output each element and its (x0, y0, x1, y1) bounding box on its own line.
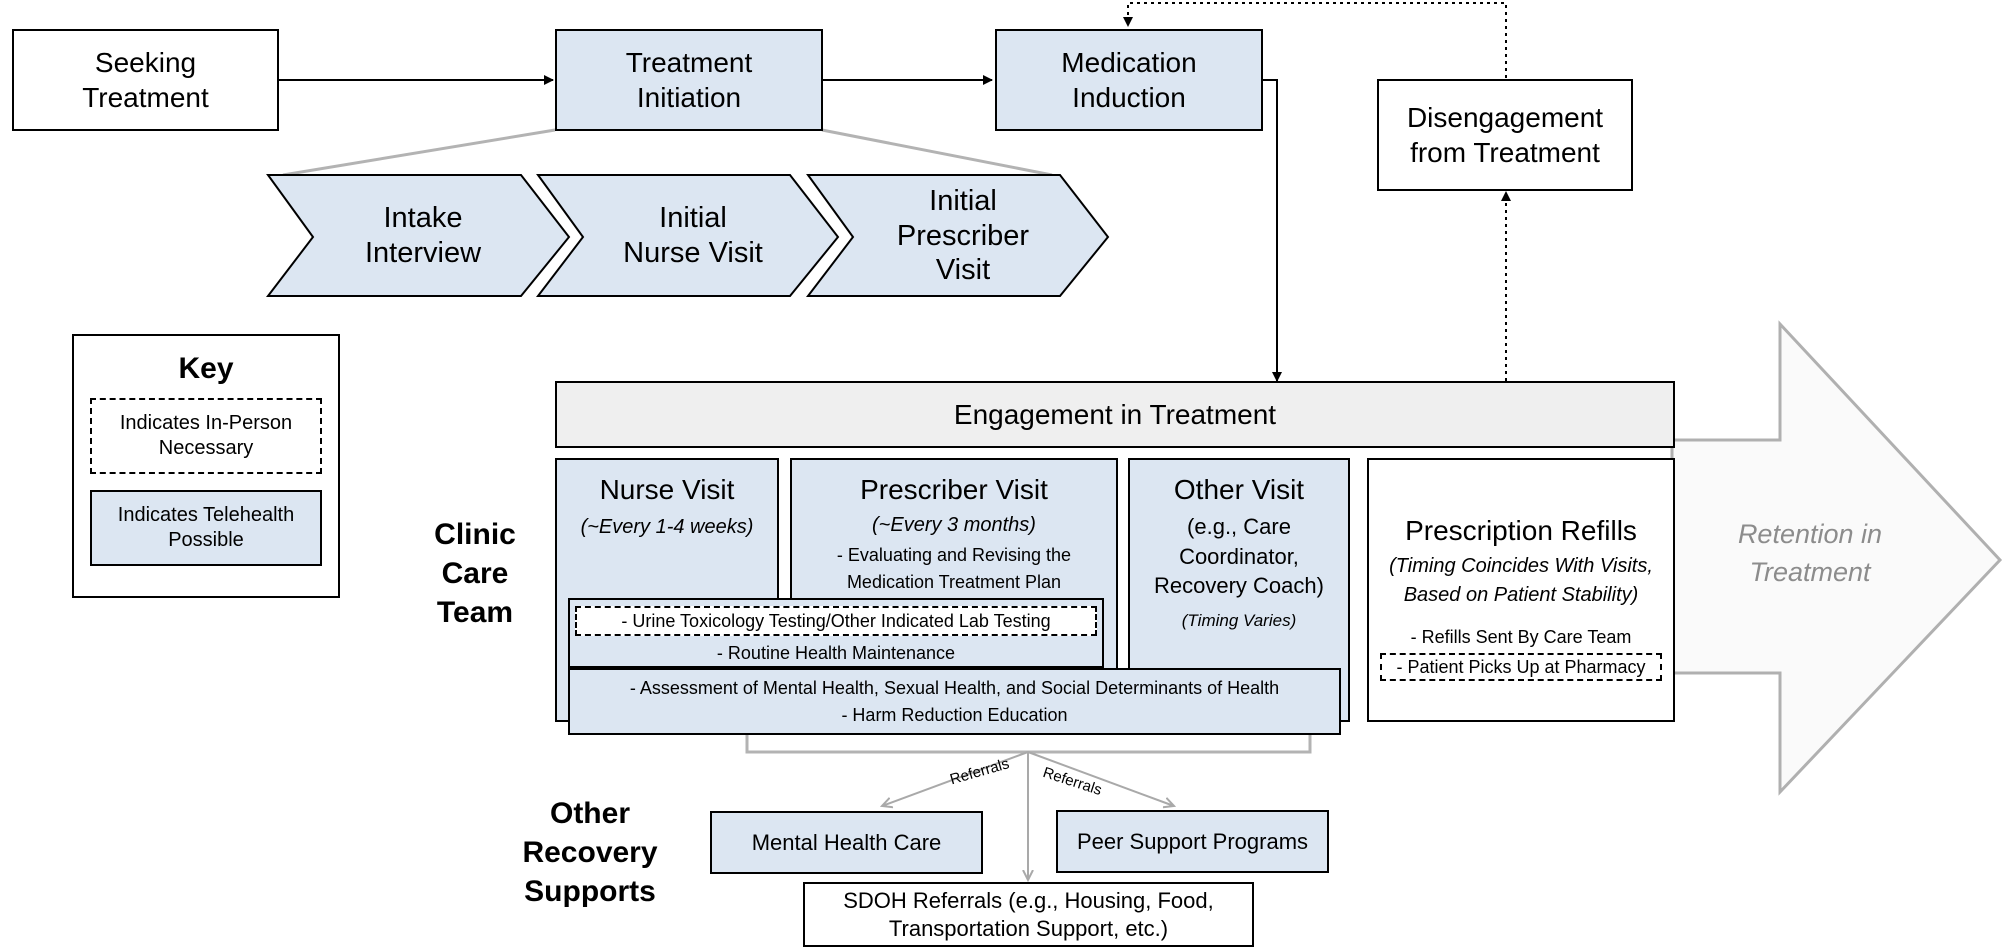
prescriber-visit-title: Prescriber Visit (860, 474, 1048, 505)
key-legend: Key Indicates In-Person Necessary Indica… (72, 334, 340, 598)
intake-interview-label: Intake Interview (318, 176, 528, 296)
nurse-visit-title: Nurse Visit (599, 474, 735, 505)
initial-prescriber-visit-label: Initial Prescriber Visit (858, 176, 1068, 296)
engagement-header: Engagement in Treatment (555, 381, 1675, 448)
disengagement-line-1: Disengagement (1406, 102, 1604, 133)
peer-support-text: Peer Support Programs (1076, 828, 1309, 854)
prescriber-step-line-3: Visit (935, 254, 991, 287)
key-title: Key (178, 352, 234, 385)
prescriber-visit-task-1: - Evaluating and Revising the (836, 545, 1072, 565)
sdoh-line-2: Transportation Support, etc.) (888, 915, 1169, 941)
peer-support-box: Peer Support Programs (1056, 810, 1329, 873)
key-in-person-line-1: Indicates In-Person (119, 411, 293, 434)
initiation-line-1: Treatment (625, 47, 753, 78)
key-telehealth-line-1: Indicates Telehealth (117, 503, 295, 526)
seeking-treatment-box: Seeking Treatment (12, 29, 279, 131)
intake-line-1: Intake (383, 202, 463, 235)
refills-timing-1: (Timing Coincides With Visits, (1389, 555, 1653, 578)
prescriber-visit-task-2: Medication Treatment Plan (846, 571, 1062, 592)
fan-line-left (282, 128, 556, 177)
refills-sent-text: - Refills Sent By Care Team (1410, 627, 1632, 648)
clinic-line-3: Team (436, 596, 514, 629)
harm-reduction-text: - Harm Reduction Education (841, 704, 1068, 725)
treatment-initiation-box: Treatment Initiation (555, 29, 823, 131)
routine-health-text: - Routine Health Maintenance (716, 643, 956, 663)
other-recovery-supports-label: Other Recovery Supports (505, 794, 675, 911)
nurse-step-line-2: Nurse Visit (623, 237, 763, 269)
lab-testing-text: - Urine Toxicology Testing/Other Indicat… (621, 610, 1051, 631)
induction-line-2: Induction (1072, 82, 1186, 113)
fan-line-right (821, 128, 1053, 177)
mental-health-text: Mental Health Care (751, 829, 942, 855)
other-visit-example-1: (e.g., Care (1187, 514, 1291, 539)
retention-line-1: Retention in (1737, 519, 1883, 549)
key-telehealth: Indicates Telehealth Possible (90, 489, 322, 566)
refills-pickup-text: - Patient Picks Up at Pharmacy (1396, 656, 1646, 677)
refills-title: Prescription Refills (1405, 515, 1637, 547)
prescriber-visit-timing: (~Every 3 months) (872, 514, 1036, 536)
disengagement-box: Disengagement from Treatment (1377, 79, 1633, 191)
other-line-3: Supports (524, 875, 656, 908)
other-line-2: Recovery (522, 836, 658, 869)
nurse-visit-timing: (~Every 1-4 weeks) (580, 516, 754, 538)
engagement-title: Engagement in Treatment (953, 399, 1277, 430)
refills-timing-2: Based on Patient Stability) (1403, 584, 1639, 607)
intake-line-2: Interview (364, 237, 482, 269)
mental-health-care-box: Mental Health Care (710, 811, 983, 874)
other-visit-timing: (Timing Varies) (1181, 610, 1297, 630)
clinic-bracket (745, 733, 1312, 754)
referral-arrow-left (882, 751, 1029, 806)
medication-induction-box: Medication Induction (995, 29, 1263, 131)
clinic-line-1: Clinic (434, 518, 516, 551)
key-telehealth-line-2: Possible (168, 528, 244, 551)
assessment-text: - Assessment of Mental Health, Sexual He… (629, 678, 1280, 698)
clinic-line-2: Care (441, 557, 509, 590)
disengagement-line-2: from Treatment (1410, 137, 1600, 168)
retention-line-2: Treatment (1749, 556, 1871, 587)
retention-label: Retention in Treatment (1700, 516, 1920, 592)
key-in-person: Indicates In-Person Necessary (90, 397, 322, 474)
referral-arrow-right (1027, 751, 1174, 806)
shared-assessment-box: - Assessment of Mental Health, Sexual He… (568, 668, 1341, 735)
arrow-induction-to-engagement (1263, 79, 1282, 382)
seeking-line-2: Treatment (82, 82, 209, 113)
induction-line-1: Medication (1061, 47, 1197, 78)
other-visit-title: Other Visit (1173, 474, 1305, 505)
key-in-person-line-2: Necessary (158, 436, 254, 459)
prescriber-step-line-1: Initial (929, 184, 997, 217)
nurse-step-line-1: Initial (659, 202, 727, 235)
initiation-line-2: Initiation (636, 82, 742, 113)
sdoh-referrals-box: SDOH Referrals (e.g., Housing, Food, Tra… (803, 882, 1254, 947)
other-visit-example-2: Coordinator, (1179, 543, 1299, 569)
arrow-disengagement-to-induction (1123, 2, 1507, 78)
other-visit-example-3: Recovery Coach) (1154, 573, 1324, 598)
seeking-line-1: Seeking (94, 47, 197, 78)
other-line-1: Other (549, 797, 630, 830)
shared-lab-box: - Urine Toxicology Testing/Other Indicat… (568, 598, 1104, 668)
initial-nurse-visit-label: Initial Nurse Visit (588, 176, 798, 296)
sdoh-line-1: SDOH Referrals (e.g., Housing, Food, (843, 888, 1214, 913)
lab-testing-in-person: - Urine Toxicology Testing/Other Indicat… (575, 606, 1097, 636)
chevron-intake (265, 174, 571, 297)
prescription-refills-box: Prescription Refills (Timing Coincides W… (1367, 458, 1675, 722)
chevron-nurse (535, 174, 840, 297)
chevron-prescriber (805, 174, 1110, 297)
retention-arrow (1670, 320, 2003, 796)
refills-pickup-in-person: - Patient Picks Up at Pharmacy (1380, 652, 1662, 681)
clinic-care-team-label: Clinic Care Team (420, 515, 530, 632)
prescriber-step-line-2: Prescriber (896, 219, 1030, 252)
